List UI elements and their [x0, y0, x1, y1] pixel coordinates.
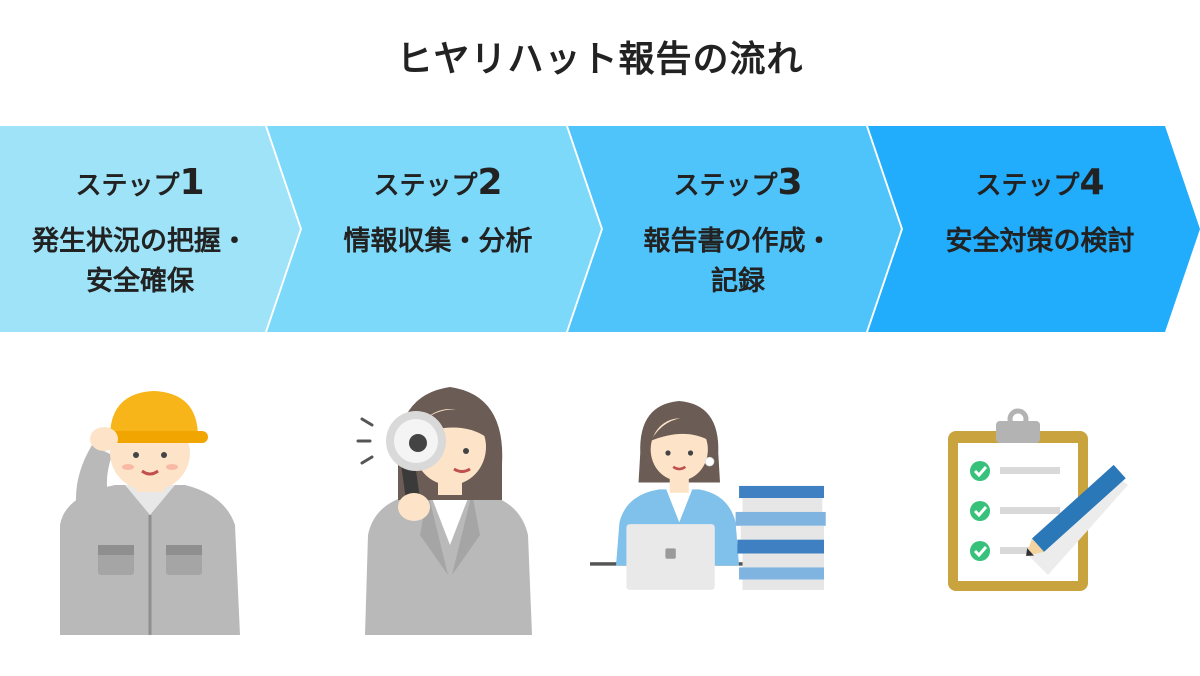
- step-2-number: 2: [477, 162, 503, 203]
- step-4-description: 安全対策の検討: [945, 226, 1135, 257]
- worker-in-hard-hat-illustration: [60, 391, 240, 635]
- step-4-heading: ステップ4: [910, 162, 1170, 203]
- process-arrows: [0, 126, 1200, 332]
- step-3-arrow: [568, 126, 901, 332]
- step-2-label: ステップ: [373, 171, 478, 201]
- step-1-label: ステップ: [75, 171, 180, 201]
- step-3-number: 3: [777, 162, 803, 203]
- step-3-label: ステップ: [673, 171, 778, 201]
- page-title: ヒヤリハット報告の流れ: [396, 39, 804, 80]
- step-3-description: 報告書の作成・記録: [643, 226, 833, 297]
- step-2-heading: ステップ2: [308, 162, 568, 203]
- step-2-arrow: [267, 126, 601, 332]
- woman-at-laptop-illustration: [590, 401, 826, 590]
- step-1-number: 1: [179, 162, 205, 203]
- step-4-label: ステップ: [975, 171, 1080, 201]
- woman-with-magnifying-glass-illustration: [356, 387, 532, 635]
- step-4-arrow: [868, 126, 1200, 332]
- step-1-arrow: [0, 126, 300, 332]
- step-2-description: 情報収集・分析: [343, 226, 533, 257]
- clipboard-checklist-illustration: [948, 408, 1128, 591]
- step-1-heading: ステップ1: [10, 162, 270, 203]
- step-1-description: 発生状況の把握・安全確保: [32, 226, 248, 297]
- step-4-number: 4: [1079, 162, 1105, 203]
- step-3-heading: ステップ3: [608, 162, 868, 203]
